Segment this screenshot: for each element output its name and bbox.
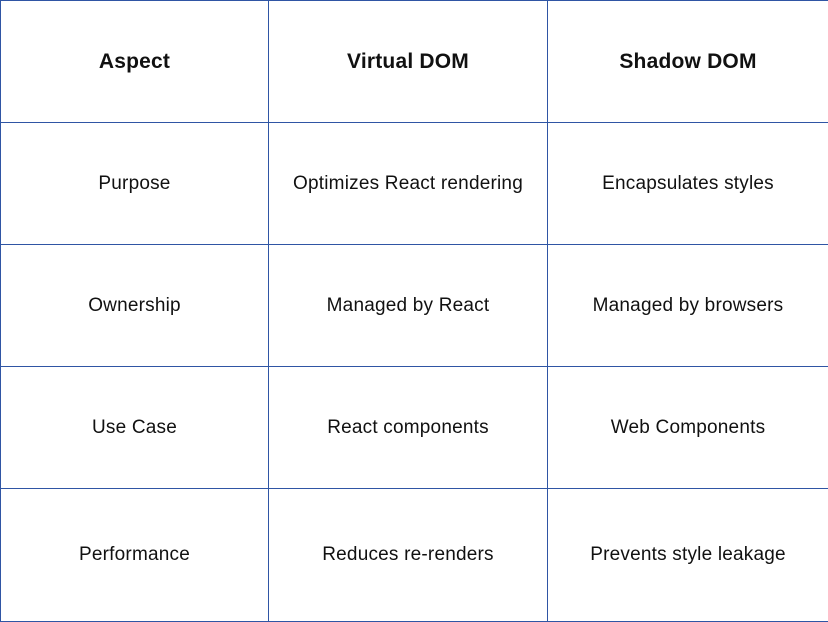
table-row: Purpose Optimizes React rendering Encaps… [1, 123, 828, 245]
virtual-dom-cell: Reduces re-renders [269, 489, 548, 622]
table-body: Purpose Optimizes React rendering Encaps… [1, 123, 828, 622]
aspect-cell: Performance [1, 489, 269, 622]
shadow-dom-cell: Web Components [548, 367, 828, 489]
aspect-cell: Purpose [1, 123, 269, 245]
header-row: Aspect Virtual DOM Shadow DOM [1, 1, 828, 123]
header-virtual-dom: Virtual DOM [269, 1, 548, 123]
aspect-cell: Use Case [1, 367, 269, 489]
virtual-dom-cell: Optimizes React rendering [269, 123, 548, 245]
table-row: Performance Reduces re-renders Prevents … [1, 489, 828, 622]
header-shadow-dom: Shadow DOM [548, 1, 828, 123]
shadow-dom-cell: Encapsulates styles [548, 123, 828, 245]
shadow-dom-cell: Prevents style leakage [548, 489, 828, 622]
table-header: Aspect Virtual DOM Shadow DOM [1, 1, 828, 123]
table-row: Use Case React components Web Components [1, 367, 828, 489]
header-aspect: Aspect [1, 1, 269, 123]
aspect-cell: Ownership [1, 245, 269, 367]
virtual-dom-cell: React components [269, 367, 548, 489]
shadow-dom-cell: Managed by browsers [548, 245, 828, 367]
virtual-dom-cell: Managed by React [269, 245, 548, 367]
table-row: Ownership Managed by React Managed by br… [1, 245, 828, 367]
